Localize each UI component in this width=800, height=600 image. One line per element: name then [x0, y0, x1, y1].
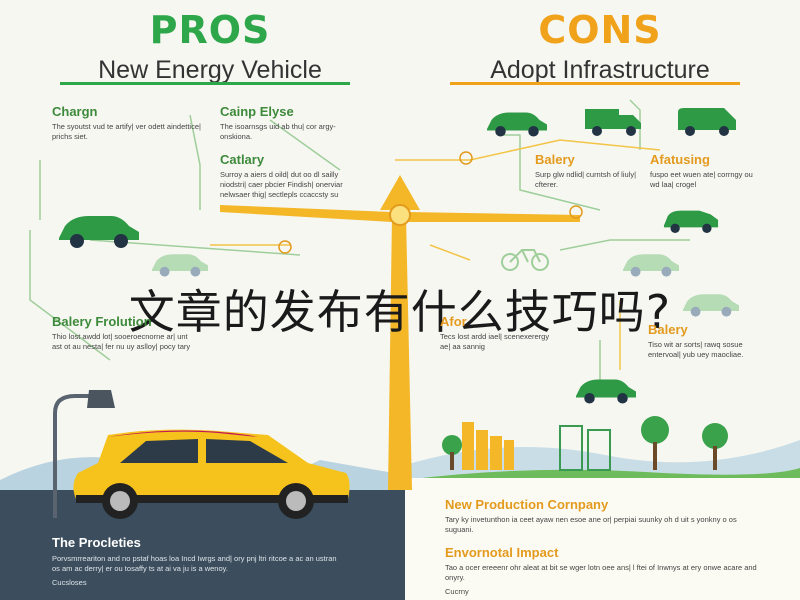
bottom-right-block-2: Envornotal Impact Tao a ocer ereeenr ohr…: [445, 545, 765, 597]
bottom-right-text: Tary ky invetunthon ia ceet ayaw nen eso…: [445, 515, 737, 534]
right-block-text: fuspo eet wuen ate| corrngy ou wd laa| c…: [650, 170, 753, 189]
bottom-right-heading: Envornotal Impact: [445, 545, 559, 560]
right-block-battery-2: Balery Tiso wit ar sorts| rawq sosue ent…: [648, 322, 758, 360]
yellow-suv-illustration: [73, 429, 350, 519]
right-block-battery: Balery Surp glw ndlid| curntsh of liuly|…: [535, 152, 645, 190]
cons-underline: [450, 82, 740, 85]
cons-header: CONS Adopt Infrastructure: [440, 8, 760, 85]
street-lamp-icon: [53, 390, 115, 518]
bottom-right-text: Tao a ocer ereeenr ohr aleat at bit se w…: [445, 563, 757, 582]
buildings-and-trees: [442, 416, 728, 471]
left-block-battery-evolution: Balery Frolution Thio lost awdd lot| soo…: [52, 314, 192, 352]
truck-icon: [585, 109, 641, 136]
right-block-heading: Balery: [535, 152, 575, 167]
cons-subtitle: Adopt Infrastructure: [490, 56, 710, 84]
car-icon: [576, 379, 636, 404]
left-block-heading: Balery Frolution: [52, 314, 152, 329]
car-icon: [152, 254, 208, 277]
right-block-heading: Afor: [440, 314, 467, 329]
bottom-right-block-1: New Production Cornpany Tary ky invetunt…: [445, 497, 765, 535]
right-block-heading: Balery: [648, 322, 688, 337]
left-block-text: The isoarnsgs uid ab thu| cor argy-onski…: [220, 122, 336, 141]
bottom-right-heading: New Production Cornpany: [445, 497, 609, 512]
left-block-heading: Catlary: [220, 152, 265, 167]
bottom-left-footer: Cucsloses: [52, 578, 87, 587]
bottom-left-text: Porvsmrreariton and no pstaf hoas loa In…: [52, 554, 337, 573]
pros-underline: [60, 82, 350, 85]
left-block-charging: Chargn The syoutst vud te artify| ver od…: [52, 104, 202, 142]
bottom-left-block: The Procleties Porvsmrreariton and no ps…: [52, 535, 342, 588]
cons-title: CONS: [538, 8, 662, 52]
car-icon: [487, 112, 547, 137]
car-icon: [623, 254, 679, 277]
left-block-heading: Chargn: [52, 104, 98, 119]
right-block-text: Tiso wit ar sorts| rawq sosue entervoal|…: [648, 340, 744, 359]
pros-header: PROS New Energy Vehicle: [50, 8, 370, 85]
left-bottom-band: [0, 490, 405, 600]
right-bottom-band: [405, 478, 800, 600]
bottom-right-footer: Cucrny: [445, 587, 469, 596]
right-block-afor: Afor Tecs lost ardd iael| scenexerergy a…: [440, 314, 560, 352]
bicycle-icon: [501, 249, 549, 271]
left-block-text: Surroy a aiers d oild| dut oo dl sailly …: [220, 170, 343, 199]
left-block-camp: Cainp Elyse The isoarnsgs uid ab thu| co…: [220, 104, 360, 142]
van-icon: [678, 108, 736, 136]
car-icon: [663, 210, 719, 233]
right-block-afatusing: Afatusing fuspo eet wuen ate| corrngy ou…: [650, 152, 760, 190]
right-block-text: Surp glw ndlid| curntsh of liuly| cftere…: [535, 170, 637, 189]
car-icon: [59, 216, 139, 248]
car-icon: [683, 294, 739, 317]
pros-title: PROS: [149, 8, 271, 52]
overlay-caption: 文章的发布有什么技巧吗?: [128, 285, 672, 339]
left-block-heading: Cainp Elyse: [220, 104, 294, 119]
right-block-heading: Afatusing: [650, 152, 710, 167]
left-block-text: The syoutst vud te artify| ver odett ain…: [52, 122, 201, 141]
left-block-battery: Catlary Surroy a aiers d oild| dut oo dl…: [220, 152, 350, 200]
left-block-text: Thio lost awdd lot| sooeroecnorne ar| un…: [52, 332, 191, 351]
right-block-text: Tecs lost ardd iael| scenexerergy ae| aa…: [440, 332, 550, 351]
bottom-left-heading: The Procleties: [52, 535, 141, 550]
pros-subtitle: New Energy Vehicle: [98, 56, 322, 84]
